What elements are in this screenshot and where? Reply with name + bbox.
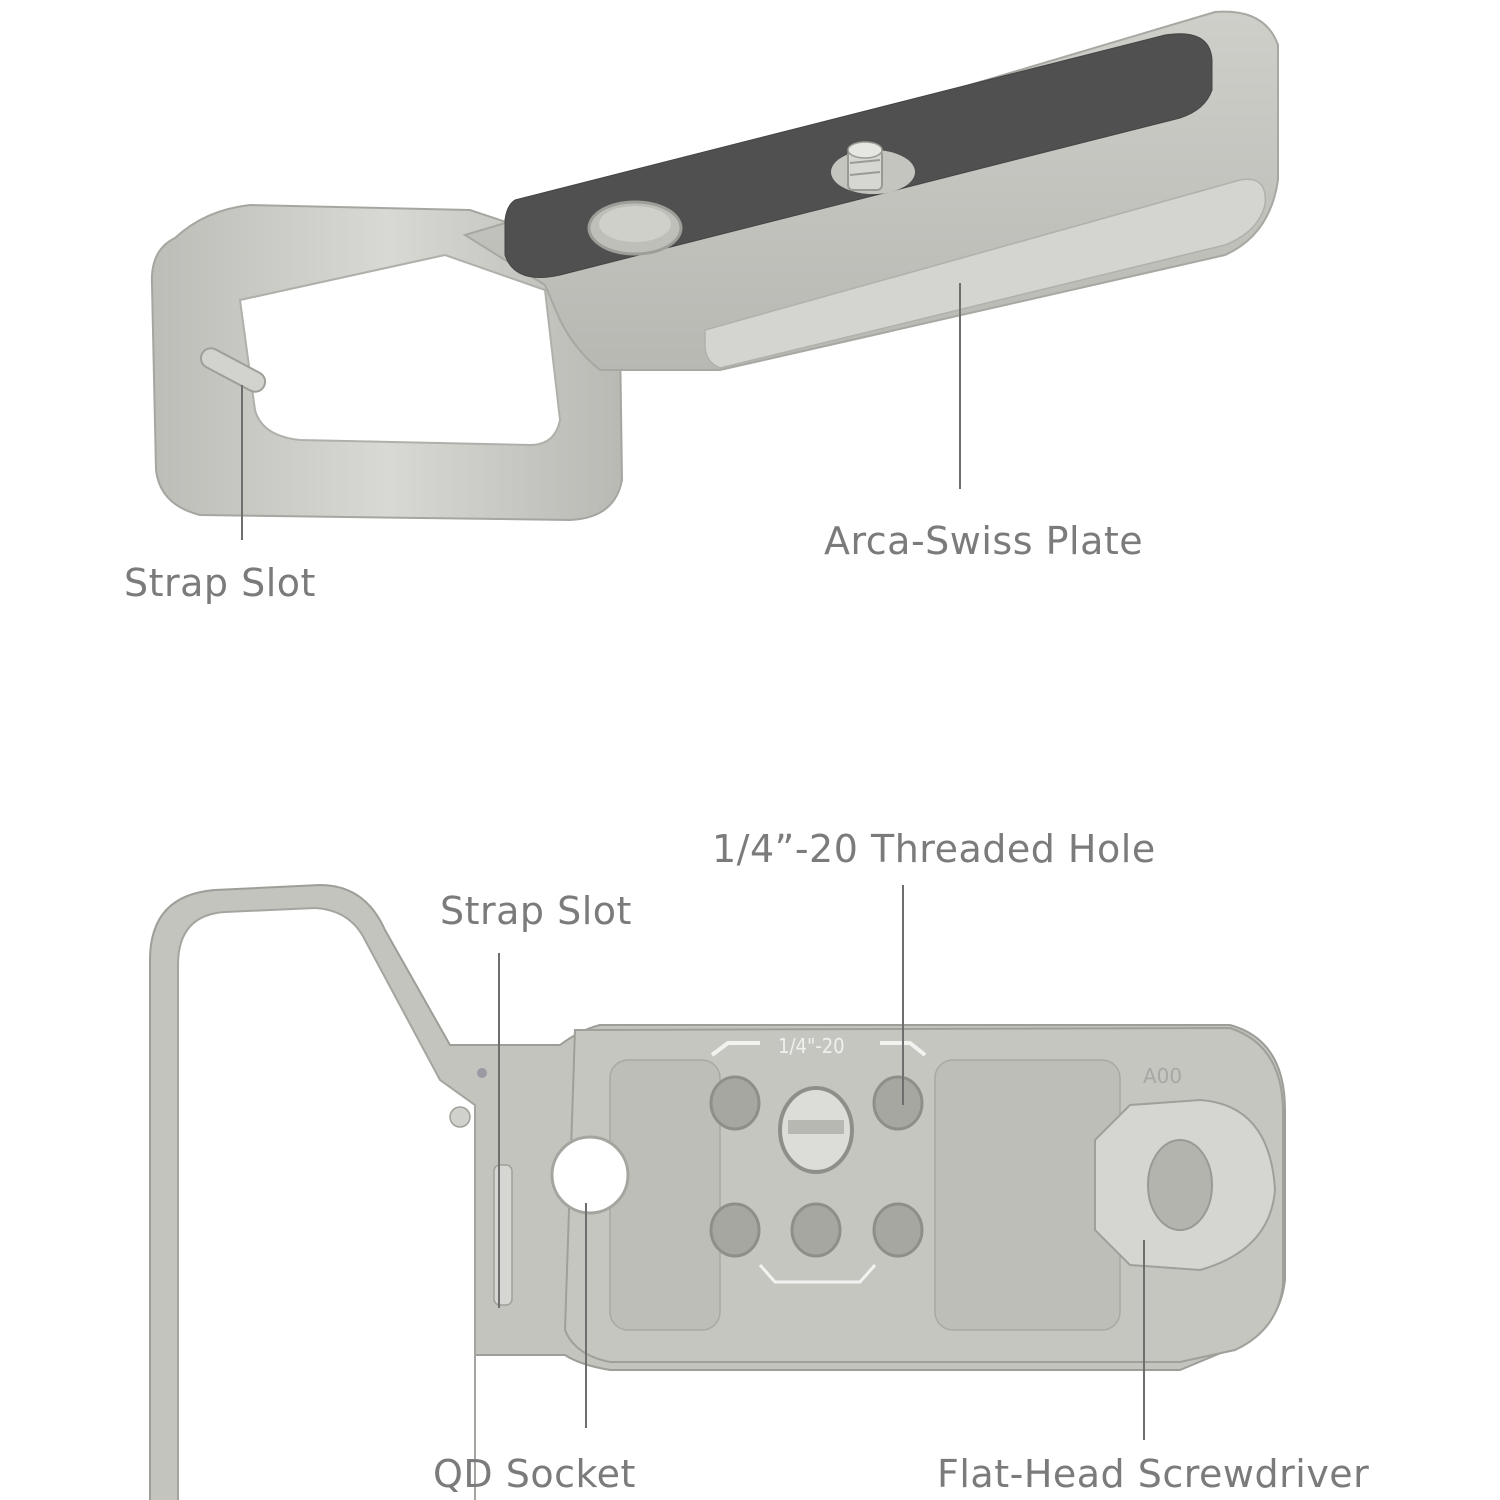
arca-swiss-plate-label: Arca-Swiss Plate <box>824 519 1144 563</box>
qd-socket-leader-line <box>585 1203 587 1428</box>
qd-socket-label: QD Socket <box>433 1452 636 1496</box>
strap-slot-top-label: Strap Slot <box>124 561 316 605</box>
arca-swiss-plate-leader-line <box>959 283 961 489</box>
flat-head-screwdriver-leader-line <box>1143 1240 1145 1440</box>
strap-slot-bottom-leader-line <box>498 953 500 1308</box>
flat-head-screwdriver-label: Flat-Head Screwdriver <box>937 1452 1370 1496</box>
model-code-engraving: A00 <box>1143 1064 1183 1088</box>
strap-slot-top-leader-line <box>241 385 243 540</box>
threaded-hole-label: 1/4”-20 Threaded Hole <box>712 827 1156 871</box>
threaded-hole-leader-line <box>902 885 904 1105</box>
thread-spec-engraving: 1/4"-20 <box>778 1034 845 1058</box>
strap-slot-bottom-label: Strap Slot <box>440 889 632 933</box>
